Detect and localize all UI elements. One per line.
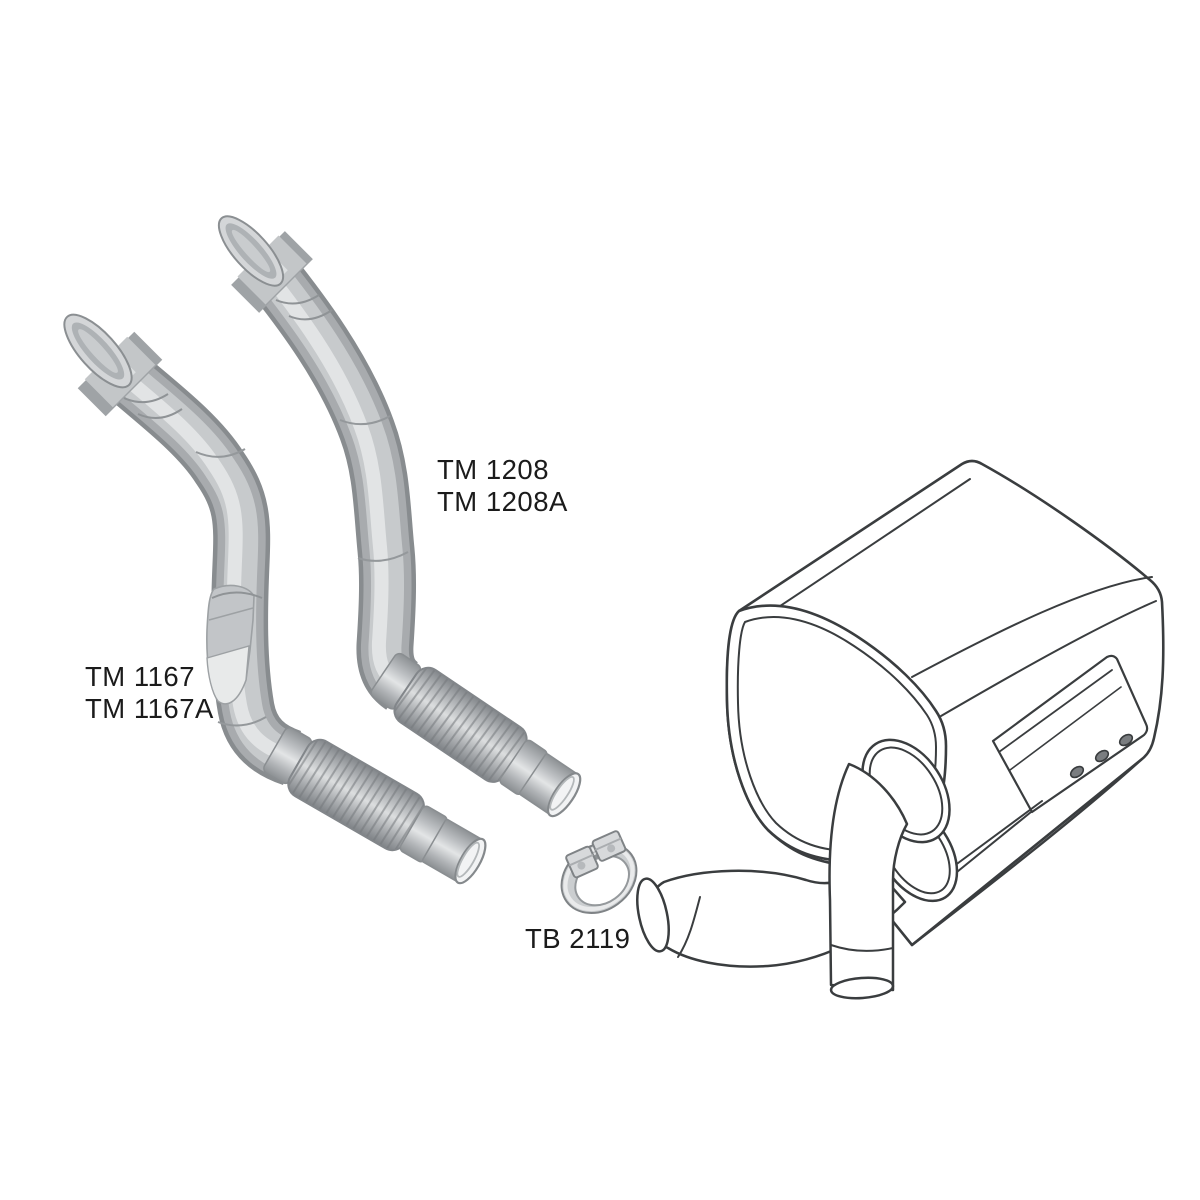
part-labels: TM 1208 TM 1208A TM 1167 TM 1167A TB 211… [85, 454, 630, 954]
pipe-right-weld-seam [339, 415, 391, 426]
outlet-down-pipe [828, 762, 909, 1000]
label-pipe-right-line1: TM 1208 [437, 454, 549, 485]
elbow-open-end [636, 877, 670, 953]
bracket-fold-line-2 [1009, 686, 1122, 771]
down-pipe-seam [830, 944, 894, 952]
pipe-left-patch-ring [211, 591, 263, 599]
pipe-right-flange [217, 215, 333, 321]
label-pipe-left-line1: TM 1167 [85, 661, 195, 692]
mounting-bracket [944, 654, 1149, 879]
pipe-left-flex-section [263, 726, 487, 885]
silencer-box [636, 459, 1165, 1000]
silencer-right-edge-seam-upper [911, 576, 1153, 678]
label-pipe-left-line2: TM 1167A [85, 693, 214, 724]
silencer-right-edge-seam-lower [940, 600, 1157, 717]
bracket-fold-line [998, 669, 1113, 753]
label-clamp: TB 2119 [525, 923, 630, 954]
clamp-tb2119 [560, 830, 638, 914]
pipe-right-neck-ring-2 [288, 309, 333, 321]
pipe-right-tube [239, 244, 420, 710]
pipe-left-weld-seam [195, 448, 246, 458]
bracket-plate [991, 654, 1149, 814]
front-pipe-left [63, 313, 487, 885]
front-pipe-right [217, 215, 582, 818]
pipe-right-flex-section [370, 652, 582, 818]
silencer-bottom-edge [910, 757, 1144, 947]
elbow-seam [677, 896, 701, 958]
clamp-bolt-block-left [565, 845, 599, 879]
label-pipe-right-line2: TM 1208A [437, 486, 568, 517]
pipe-left-flange [63, 313, 183, 419]
pipe-left-neck-ring-2 [137, 408, 183, 419]
pipe-left-neck-ring [123, 393, 169, 404]
pipe-right-neck-ring [275, 294, 320, 305]
pipe-left-tube [90, 340, 302, 786]
pipe-left-weld-seam-2 [217, 716, 267, 727]
clamp-bolt-block-right [591, 830, 627, 862]
pipe-left-flat-patch [206, 584, 263, 705]
pipe-right-weld-seam-2 [357, 551, 409, 562]
down-pipe-open-end [829, 976, 895, 1000]
bracket-holes [1069, 733, 1134, 779]
